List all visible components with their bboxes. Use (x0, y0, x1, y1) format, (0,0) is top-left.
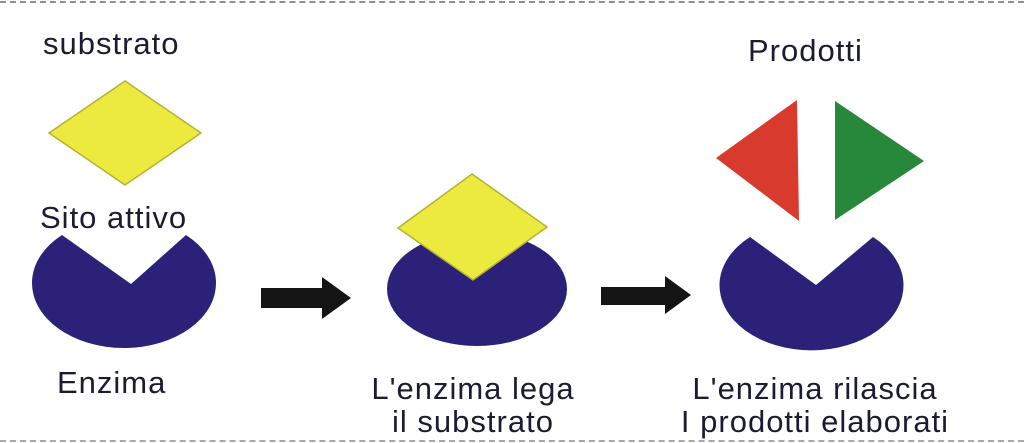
bound-substrate-diamond-shape (396, 173, 549, 281)
product-red-triangle-shape (716, 100, 799, 221)
enzyme-shape-2 (387, 232, 567, 346)
substrate-diamond-shape (47, 80, 203, 186)
enzyme-shape-1 (32, 235, 216, 349)
stage3-caption-line1: L'enzima rilascia (692, 371, 938, 406)
enzyme-shape-3 (719, 237, 904, 351)
arrow-right-icon (261, 277, 351, 319)
stage3-caption: L'enzima rilascia I prodotti elaborati (645, 372, 985, 438)
active-site-label: Sito attivo (40, 200, 188, 235)
bottom-dashed-line (0, 440, 1024, 442)
substrate-label: substrato (43, 26, 180, 61)
stage2-caption-line1: L'enzima lega (371, 371, 575, 406)
enzyme-label: Enzima (57, 365, 167, 400)
product-green-triangle-shape (835, 101, 924, 220)
stage3-caption-line2: I prodotti elaborati (680, 404, 950, 439)
top-dashed-line (0, 1, 1024, 3)
arrow-right-icon (601, 276, 691, 314)
stage2-caption: L'enzima lega il substrato (338, 372, 608, 438)
stage2-caption-line2: il substrato (392, 404, 554, 439)
products-label: Prodotti (748, 33, 863, 68)
